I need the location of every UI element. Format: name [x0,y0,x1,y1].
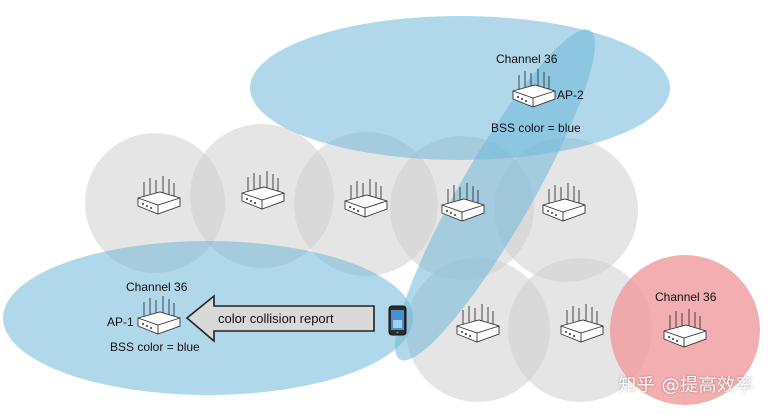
ap2-channel-label: Channel 36 [496,52,558,66]
ap1-channel-label: Channel 36 [126,280,188,294]
red-channel-label: Channel 36 [655,290,717,304]
collision-report-label: color collision report [218,311,334,326]
collision-report-arrow [185,294,375,343]
ap2-name-label: AP-2 [557,88,584,102]
ap1-name-label: AP-1 [107,315,134,329]
ap2-blue-cell [250,16,670,160]
phone-icon [388,305,407,336]
ap1-bss-label: BSS color = blue [110,340,200,354]
ap2-bss-label: BSS color = blue [491,121,581,135]
watermark: 知乎 @提高效率 [618,375,754,396]
blue-band [395,29,595,361]
